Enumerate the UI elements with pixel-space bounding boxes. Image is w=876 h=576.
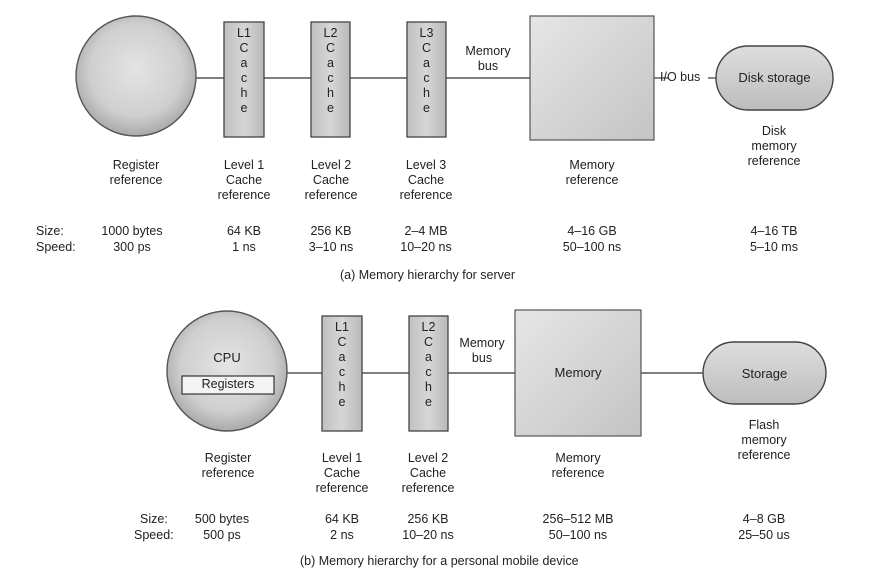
server-io-bus-label: I/O bus bbox=[660, 70, 701, 84]
mobile-speed-l1: 2 ns bbox=[330, 528, 354, 542]
server-size-register: 1000 bytes bbox=[101, 224, 163, 238]
mobile-size-l1: 64 KB bbox=[324, 512, 360, 526]
mobile-memory-box bbox=[514, 309, 642, 437]
server-disk-storage-pill bbox=[715, 45, 834, 111]
mobile-registers-label: Registers bbox=[201, 377, 255, 391]
mobile-speed-memory: 50–100 ns bbox=[548, 528, 608, 542]
server-size-disk: 4–16 TB bbox=[750, 224, 798, 238]
mobile-size-l2: 256 KB bbox=[407, 512, 449, 526]
server-size-l2: 256 KB bbox=[310, 224, 352, 238]
server-disk-label: Disk memory reference bbox=[747, 124, 801, 168]
server-size-memory: 4–16 GB bbox=[567, 224, 617, 238]
server-l3-cache-box bbox=[406, 21, 447, 138]
mobile-cpu-label: CPU bbox=[213, 350, 241, 365]
mobile-cpu-sphere bbox=[166, 310, 288, 432]
mobile-size-memory: 256–512 MB bbox=[542, 512, 614, 526]
mobile-level1-label: Level 1 Cache reference bbox=[315, 451, 369, 495]
server-memory-box bbox=[529, 15, 655, 141]
mobile-speed-register: 500 ps bbox=[203, 528, 241, 542]
server-speed-l1: 1 ns bbox=[232, 240, 256, 254]
mobile-storage-label: Storage bbox=[741, 366, 788, 381]
server-speed-register: 300 ps bbox=[113, 240, 151, 254]
server-level2-label: Level 2 Cache reference bbox=[304, 158, 358, 202]
mobile-flash-label: Flash memory reference bbox=[737, 418, 791, 462]
server-speed-memory: 50–100 ns bbox=[562, 240, 622, 254]
mobile-register-label: Register reference bbox=[201, 451, 255, 480]
server-size-l3: 2–4 MB bbox=[404, 224, 448, 238]
mobile-size-label: Size: bbox=[140, 512, 168, 526]
server-register-sphere bbox=[75, 15, 197, 137]
server-speed-disk: 5–10 ms bbox=[750, 240, 798, 254]
server-speed-label: Speed: bbox=[36, 240, 76, 254]
mobile-speed-label: Speed: bbox=[134, 528, 174, 542]
mobile-speed-storage: 25–50 us bbox=[738, 528, 790, 542]
mobile-registers-box bbox=[181, 375, 275, 395]
server-level3-label: Level 3 Cache reference bbox=[399, 158, 453, 202]
server-memory-label: Memory reference bbox=[565, 158, 619, 187]
mobile-memory-label: Memory reference bbox=[551, 451, 605, 480]
server-register-label: Register reference bbox=[109, 158, 163, 187]
mobile-level2-label: Level 2 Cache reference bbox=[401, 451, 455, 495]
server-level1-label: Level 1 Cache reference bbox=[217, 158, 271, 202]
server-size-label: Size: bbox=[36, 224, 64, 238]
mobile-memory-bus-label: Memory bus bbox=[459, 336, 505, 365]
server-l1-cache-box bbox=[223, 21, 265, 138]
mobile-caption: (b) Memory hierarchy for a personal mobi… bbox=[300, 554, 579, 568]
server-l2-cache-box bbox=[310, 21, 351, 138]
mobile-l1-cache-box bbox=[321, 315, 363, 432]
mobile-l2-cache-box bbox=[408, 315, 449, 432]
mobile-storage-pill bbox=[702, 341, 827, 405]
server-speed-l2: 3–10 ns bbox=[308, 240, 354, 254]
server-size-l1: 64 KB bbox=[226, 224, 262, 238]
mobile-size-register: 500 bytes bbox=[194, 512, 250, 526]
server-disk-storage-label: Disk storage bbox=[738, 70, 811, 85]
server-speed-l3: 10–20 ns bbox=[400, 240, 452, 254]
server-caption: (a) Memory hierarchy for server bbox=[340, 268, 516, 282]
mobile-speed-l2: 10–20 ns bbox=[402, 528, 454, 542]
mobile-memory-box-label: Memory bbox=[554, 365, 602, 380]
mobile-size-storage: 4–8 GB bbox=[742, 512, 786, 526]
server-memory-bus-label: Memory bus bbox=[465, 44, 511, 73]
